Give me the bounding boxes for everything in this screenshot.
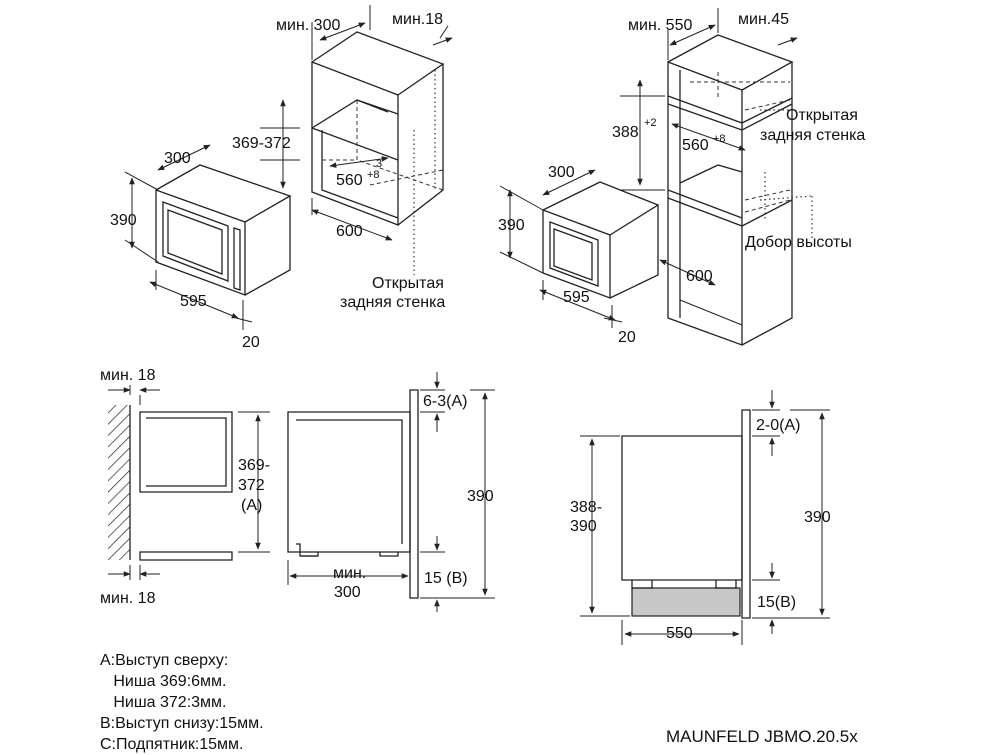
label-min550: мин. 550 [628, 17, 692, 34]
label-20-a: 20 [242, 334, 260, 351]
footnote-line: A:Выступ сверху: [100, 652, 229, 669]
label-369-372-v2: 372 [238, 477, 265, 494]
label-600-a: 600 [336, 223, 363, 240]
label-388-sup: +2 [644, 117, 657, 129]
label-560-a-sup2: 3 [376, 158, 382, 170]
label-390-a: 390 [110, 212, 137, 229]
model-name: MAUNFELD JBMO.20.5x [666, 727, 858, 746]
label-15b-d: 15(B) [757, 594, 796, 611]
label-388: 388 [612, 124, 639, 141]
label-388-390-2: 390 [570, 518, 597, 535]
top-right-tall-cabinet [499, 8, 813, 346]
label-min18-side-bottom: мин. 18 [100, 590, 156, 607]
label-6-3a: 6-3(A) [423, 393, 467, 410]
label-390-d: 390 [804, 509, 831, 526]
label-min300: мин. 300 [276, 17, 340, 34]
bottom-left-sections [108, 372, 495, 612]
label-560-a: 560 [336, 172, 363, 189]
label-595-a: 595 [180, 293, 207, 310]
label-390-b: 390 [498, 217, 525, 234]
label-388-390-1: 388- [570, 499, 602, 516]
label-min18-side-top: мин. 18 [100, 367, 156, 384]
label-open-back-2a: Открытая [786, 107, 858, 124]
label-300-b: 300 [548, 164, 575, 181]
label-390-c: 390 [467, 488, 494, 505]
label-560-a-sup: +8 [367, 169, 380, 181]
bottom-right-section [580, 390, 830, 645]
label-15b-c: 15 (B) [424, 570, 468, 587]
footnote-line: Ниша 372:3мм. [100, 694, 227, 711]
label-369-372-v3: (A) [241, 497, 262, 514]
label-369-372-v1: 369- [238, 457, 270, 474]
label-595-b: 595 [563, 289, 590, 306]
label-min45: мин.45 [738, 11, 789, 28]
top-left-wall-cabinet [124, 5, 453, 330]
label-300-a: 300 [164, 150, 191, 167]
label-560-b: 560 [682, 137, 709, 154]
footnote-line: B:Выступ снизу:15мм. [100, 715, 264, 732]
label-600-b: 600 [686, 268, 713, 285]
label-550: 550 [666, 625, 693, 642]
label-min18-top: мин.18 [392, 11, 443, 28]
label-open-back-1a: Открытая [372, 275, 444, 292]
label-height-add: Добор высоты [745, 234, 852, 251]
label-min300-c1: мин. [333, 565, 366, 582]
label-min300-c2: 300 [334, 584, 361, 601]
label-369-372: 369-372 [232, 135, 291, 152]
label-2-0a: 2-0(A) [756, 417, 800, 434]
label-20-b: 20 [618, 329, 636, 346]
footnote-line: C:Подпятник:15мм. [100, 736, 244, 753]
label-560-b-sup: +8 [713, 133, 726, 145]
footnote-line: Ниша 369:6мм. [100, 673, 227, 690]
label-open-back-1b: задняя стенка [340, 294, 445, 311]
footnotes: A:Выступ сверху: Ниша 369:6мм. Ниша 372:… [100, 650, 264, 755]
label-open-back-2b: задняя стенка [760, 127, 865, 144]
